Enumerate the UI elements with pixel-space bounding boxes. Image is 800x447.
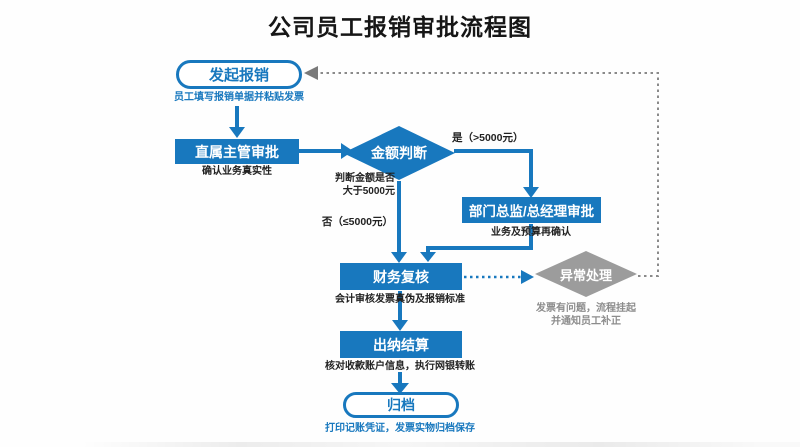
- caption-exception-line1: 发票有问题，流程挂起: [536, 303, 636, 314]
- node-finance: 财务复核: [340, 263, 462, 290]
- edge-exception-start-feedback: [318, 72, 659, 277]
- arrowhead-decision-yes: [523, 187, 539, 198]
- edge-label-no: 否（≤5000元）: [321, 216, 393, 228]
- caption-start: 员工填写报销单据并粘贴发票: [174, 92, 304, 103]
- edge-director-finance: [426, 224, 533, 253]
- node-supervisor: 直属主管审批: [175, 139, 299, 164]
- caption-decision-line1: 判断金额是否: [335, 173, 395, 184]
- node-exception-label: 异常处理: [559, 267, 612, 283]
- arrowhead-finance-exception: [521, 270, 534, 284]
- caption-decision-line2: 大于5000元: [342, 185, 395, 197]
- caption-decision: 判断金额是否 大于5000元: [310, 173, 395, 198]
- node-archive: 归档: [343, 392, 459, 418]
- node-finance-label: 财务复核: [373, 268, 429, 285]
- node-supervisor-label: 直属主管审批: [195, 143, 279, 160]
- bottom-edge-artifact: [0, 442, 800, 447]
- page-title: 公司员工报销审批流程图: [268, 14, 532, 40]
- node-director: 部门总监/总经理审批: [462, 197, 601, 223]
- arrowhead-director-finance: [420, 252, 436, 262]
- node-director-label: 部门总监/总经理审批: [468, 204, 595, 219]
- node-start-label: 发起报销: [208, 67, 269, 84]
- edge-label-yes: 是（>5000元）: [452, 132, 524, 144]
- node-cashier: 出纳结算: [340, 331, 462, 358]
- caption-cashier: 核对收款账户信息，执行网银转账: [325, 361, 475, 372]
- caption-exception-line2: 并通知员工补正: [551, 315, 621, 327]
- caption-exception: 发票有问题，流程挂起 并通知员工补正: [506, 303, 666, 328]
- caption-finance: 会计审核发票真伪及报销标准: [335, 294, 465, 305]
- arrowhead-finance-cashier: [392, 320, 408, 331]
- arrowhead-cashier-archive: [391, 383, 409, 394]
- node-start: 发起报销: [176, 60, 302, 89]
- caption-director: 业务及预算再确认: [491, 227, 571, 238]
- node-cashier-label: 出纳结算: [373, 336, 429, 353]
- caption-supervisor: 确认业务真实性: [202, 166, 272, 177]
- arrowhead-decision-no: [391, 252, 407, 263]
- arrowhead-supervisor-decision: [341, 143, 353, 159]
- node-decision-label: 金额判断: [371, 145, 427, 161]
- caption-archive: 打印记账凭证，发票实物归档保存: [325, 423, 475, 434]
- node-archive-label: 归档: [387, 397, 415, 413]
- arrowhead-exception-start: [304, 66, 318, 80]
- arrowhead-start-supervisor: [229, 127, 245, 138]
- edge-decision-yes: [454, 149, 533, 188]
